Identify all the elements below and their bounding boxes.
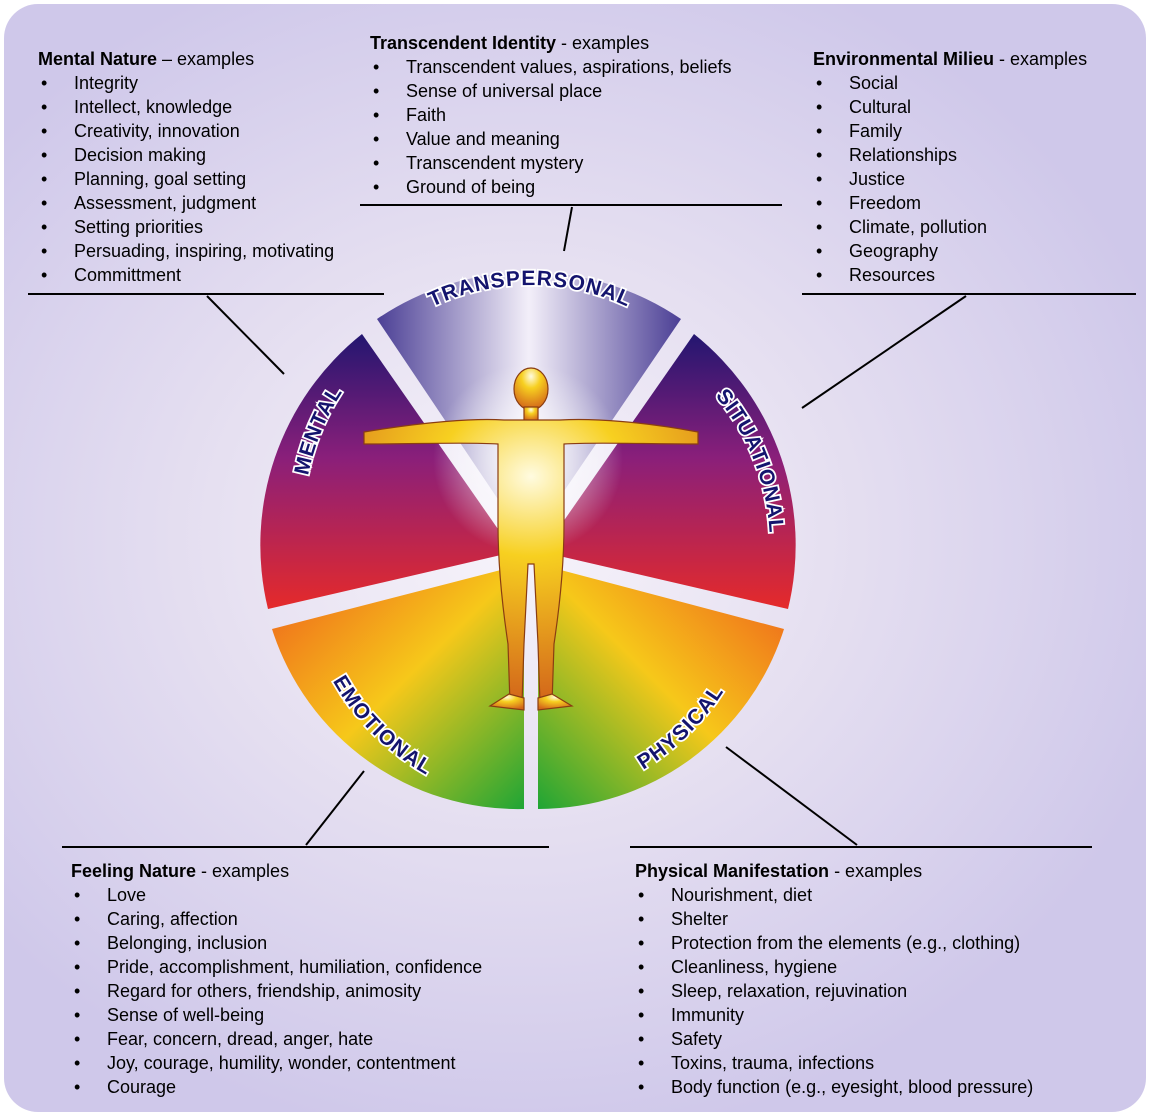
examples-list: Love Caring, affection Belonging, inclus… <box>71 883 482 1099</box>
list-item: Planning, goal setting <box>38 167 334 191</box>
list-item: Persuading, inspiring, motivating <box>38 239 334 263</box>
list-item: Setting priorities <box>38 215 334 239</box>
list-item: Toxins, trauma, infections <box>635 1051 1033 1075</box>
human-figure <box>363 367 699 711</box>
list-item: Committment <box>38 263 334 287</box>
list-item: Family <box>813 119 1087 143</box>
list-item: Cleanliness, hygiene <box>635 955 1033 979</box>
feeling-nature-panel: Feeling Nature - examples Love Caring, a… <box>71 859 482 1099</box>
list-item: Joy, courage, humility, wonder, contentm… <box>71 1051 482 1075</box>
list-item: Love <box>71 883 482 907</box>
panel-heading: Environmental Milieu - examples <box>813 49 1088 69</box>
list-item: Safety <box>635 1027 1033 1051</box>
mental-nature-panel: Mental Nature – examples Integrity Intel… <box>38 47 334 287</box>
list-item: Resources <box>813 263 1087 287</box>
segment-emotional <box>272 564 524 810</box>
list-item: Integrity <box>38 71 334 95</box>
environmental-connector <box>801 295 967 409</box>
list-item: Immunity <box>635 1003 1033 1027</box>
mental-connector <box>206 295 285 375</box>
list-item: Faith <box>370 103 732 127</box>
list-item: Climate, pollution <box>813 215 1087 239</box>
wheel-diagram: TRANSPERSONAL MENTAL SITUATIONAL EMOTION… <box>28 204 1136 848</box>
list-item: Sense of well-being <box>71 1003 482 1027</box>
list-item: Transcendent values, aspirations, belief… <box>370 55 732 79</box>
list-item: Fear, concern, dread, anger, hate <box>71 1027 482 1051</box>
physical-connector <box>725 746 858 846</box>
segment-physical <box>538 564 784 809</box>
transcendent-identity-panel: Transcendent Identity - examples Transce… <box>370 31 732 199</box>
list-item: Pride, accomplishment, humiliation, conf… <box>71 955 482 979</box>
list-item: Regard for others, friendship, animosity <box>71 979 482 1003</box>
list-item: Sleep, relaxation, rejuvination <box>635 979 1033 1003</box>
examples-list: Integrity Intellect, knowledge Creativit… <box>38 71 334 287</box>
segment-mental <box>260 334 514 609</box>
environmental-milieu-panel: Environmental Milieu - examples Social C… <box>813 47 1087 287</box>
transcendent-connector <box>563 206 573 252</box>
list-item: Body function (e.g., eyesight, blood pre… <box>635 1075 1033 1099</box>
list-item: Justice <box>813 167 1087 191</box>
panel-heading: Mental Nature – examples <box>38 49 255 69</box>
list-item: Social <box>813 71 1087 95</box>
connector-lines <box>28 204 1136 848</box>
diagram-canvas: TRANSPERSONAL MENTAL SITUATIONAL EMOTION… <box>4 4 1146 1112</box>
panel-heading: Transcendent Identity - examples <box>370 33 650 53</box>
panel-heading: Feeling Nature - examples <box>71 861 290 881</box>
list-item: Relationships <box>813 143 1087 167</box>
list-item: Nourishment, diet <box>635 883 1033 907</box>
list-item: Freedom <box>813 191 1087 215</box>
examples-list: Social Cultural Family Relationships Jus… <box>813 71 1087 287</box>
list-item: Sense of universal place <box>370 79 732 103</box>
list-item: Caring, affection <box>71 907 482 931</box>
list-item: Transcendent mystery <box>370 151 732 175</box>
list-item: Geography <box>813 239 1087 263</box>
list-item: Intellect, knowledge <box>38 95 334 119</box>
list-item: Cultural <box>813 95 1087 119</box>
list-item: Courage <box>71 1075 482 1099</box>
list-item: Assessment, judgment <box>38 191 334 215</box>
segment-situational <box>542 334 796 609</box>
list-item: Ground of being <box>370 175 732 199</box>
list-item: Shelter <box>635 907 1033 931</box>
physical-manifestation-panel: Physical Manifestation - examples Nouris… <box>635 859 1033 1099</box>
list-item: Protection from the elements (e.g., clot… <box>635 931 1033 955</box>
list-item: Value and meaning <box>370 127 732 151</box>
examples-list: Transcendent values, aspirations, belief… <box>370 55 732 199</box>
feeling-connector <box>305 770 365 846</box>
panel-heading: Physical Manifestation - examples <box>635 861 923 881</box>
list-item: Creativity, innovation <box>38 119 334 143</box>
list-item: Decision making <box>38 143 334 167</box>
examples-list: Nourishment, diet Shelter Protection fro… <box>635 883 1033 1099</box>
list-item: Belonging, inclusion <box>71 931 482 955</box>
